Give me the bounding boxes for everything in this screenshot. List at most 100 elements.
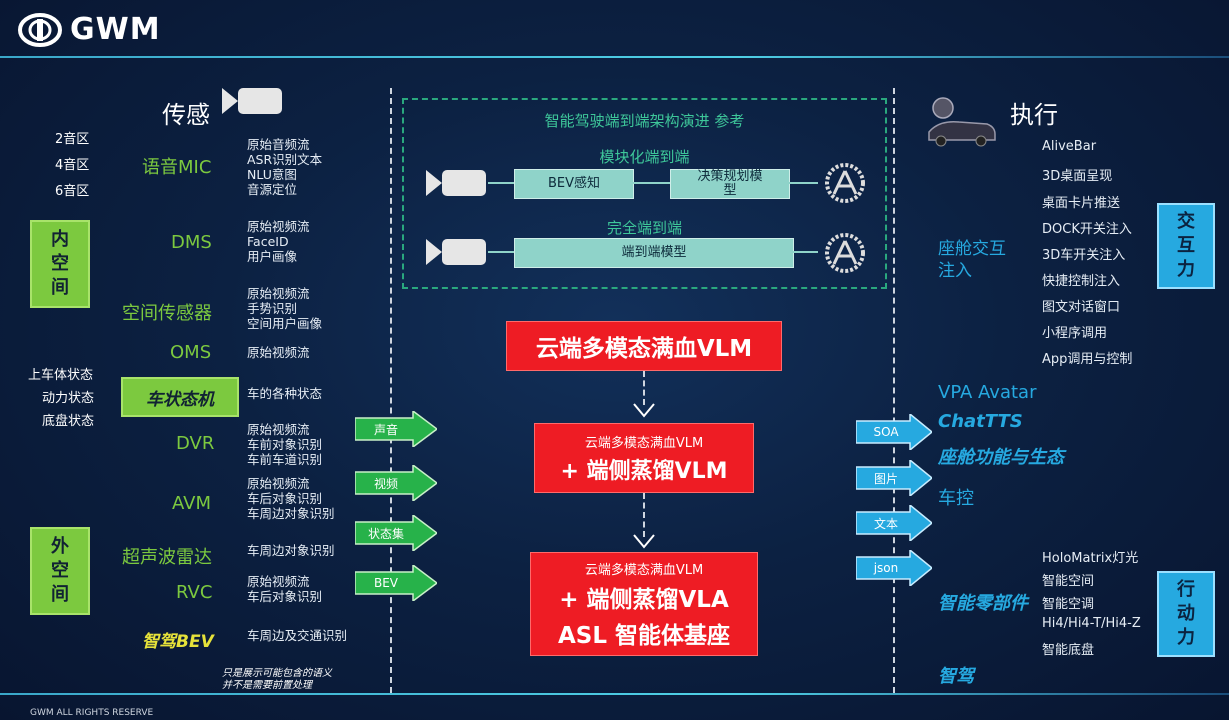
cloud-vlm-box: 云端多模态满血VLM (506, 321, 782, 371)
sensor-name-bev: 智驾BEV (142, 632, 214, 652)
asl-top: 云端多模态满血VLM (584, 562, 704, 578)
pipeline-link-5 (792, 251, 818, 253)
sensor-name-oms: OMS (170, 342, 212, 363)
cloud-edge-vlm-top: 云端多模态满血VLM (584, 435, 704, 451)
brand-name: GWM (70, 12, 161, 47)
cloud-edge-vlm-box: 云端多模态满血VLM + 端侧蒸馏VLM (534, 423, 754, 493)
gwm-emblem-icon (18, 12, 62, 47)
e2e-model-box: 端到端模型 (514, 238, 794, 268)
camera-icon (222, 88, 282, 114)
inner-space-box: 内 空 间 (30, 220, 90, 308)
vehicle-state-body: 上车体状态 (28, 368, 94, 383)
pipeline-link-4 (488, 251, 514, 253)
sensor-desc-dms: 原始视频流 FaceID 用户画像 (247, 219, 310, 264)
modular-e2e-label: 模块化端到端 (599, 148, 690, 166)
smart-parts-label: 智能零部件 (938, 593, 1028, 614)
header-divider (0, 56, 1229, 58)
right-item-miniapp: 小程序调用 (1042, 326, 1108, 341)
sensor-name-dvr: DVR (176, 433, 215, 454)
pipeline-camera-icon-2 (426, 239, 486, 265)
sensor-desc-avm: 原始视频流 车后对象识别 车周边对象识别 (247, 476, 335, 521)
down-arrow-icon-2 (633, 534, 655, 549)
sensor-desc-space: 原始视频流 手势识别 空间用户画像 (247, 286, 323, 331)
output-arrow-json-label: json (873, 561, 899, 575)
footer-text: GWM ALL RIGHTS RESERVE (30, 708, 154, 718)
sensor-name-state-machine: 车状态机 (146, 389, 214, 410)
action-power-box: 行 动 力 (1157, 571, 1215, 657)
input-arrow-video-label: 视频 (373, 476, 398, 491)
zone-2: 2音区 (55, 132, 90, 147)
right-item-3d-car: 3D车开关注入 (1042, 248, 1126, 263)
right-item-hi4: Hi4/Hi4-T/Hi4-Z (1042, 616, 1141, 631)
right-item-dock: DOCK开关注入 (1042, 222, 1132, 237)
red-link-2 (643, 493, 645, 537)
output-arrow-image: 图片 (855, 458, 934, 500)
bev-perception-box: BEV感知 (514, 169, 634, 199)
output-arrow-text: 文本 (855, 503, 934, 545)
sensor-name-rvc: RVC (176, 582, 213, 603)
chattts-label: ChatTTS (938, 411, 1023, 432)
zone-4: 4音区 (55, 158, 90, 173)
brand-logo: GWM (18, 12, 161, 47)
cabin-injection-label: 座舱交互 注入 (938, 239, 1006, 281)
vehicle-state-chassis: 底盘状态 (42, 414, 95, 429)
right-item-shortcut: 快捷控制注入 (1042, 274, 1121, 289)
steering-wheel-icon-2 (825, 233, 865, 273)
output-arrow-text-label: 文本 (873, 516, 898, 531)
sensor-name-dms: DMS (171, 232, 212, 253)
zone-6: 6音区 (55, 184, 90, 199)
vehicle-state-machine-box: 车状态机 (121, 377, 239, 417)
sensor-desc-mic: 原始音频流 ASR识别文本 NLU意图 音源定位 (247, 137, 323, 197)
car-robot-icon (928, 97, 996, 147)
cloud-vlm-label: 云端多模态满血VLM (535, 336, 753, 362)
semantic-note: 只是展示可能包含的语义 并不是需要前置处理 (222, 668, 332, 691)
down-arrow-icon-1 (633, 403, 655, 418)
input-arrow-stateset: 状态集 (354, 513, 439, 555)
planning-model-box: 决策规划模 型 (670, 169, 790, 199)
sensing-title: 传感 (162, 101, 210, 129)
vpa-avatar-label: VPA Avatar (938, 382, 1037, 403)
sensor-name-mic: 语音MIC (142, 157, 212, 178)
cloud-edge-vlm-main: + 端侧蒸馏VLM (560, 458, 728, 484)
outer-space-box: 外 空 间 (30, 527, 90, 615)
input-arrow-video: 视频 (354, 463, 439, 505)
full-e2e-label: 完全端到端 (606, 219, 682, 237)
sensor-desc-rvc: 原始视频流 车后对象识别 (247, 574, 323, 604)
right-item-smart-space: 智能空间 (1042, 574, 1095, 589)
right-item-3d-desktop: 3D桌面呈现 (1042, 169, 1113, 184)
vehicle-control-label: 车控 (938, 488, 974, 509)
pipeline-link-2 (632, 182, 670, 184)
output-arrow-image-label: 图片 (873, 471, 898, 486)
sensor-name-space: 空间传感器 (122, 303, 212, 324)
output-arrow-soa-label: SOA (873, 425, 899, 439)
sensor-desc-oms: 原始视频流 (247, 345, 310, 360)
sensor-desc-dvr: 原始视频流 车前对象识别 车前车道识别 (247, 422, 323, 467)
output-arrow-json: json (855, 548, 934, 590)
right-item-desktop-card: 桌面卡片推送 (1042, 196, 1121, 211)
pipeline-link-1 (488, 182, 514, 184)
asl-bottom: ASL 智能体基座 (557, 622, 731, 649)
input-arrow-audio-label: 声音 (373, 422, 398, 437)
sensor-name-avm: AVM (172, 493, 212, 514)
asl-main: + 端侧蒸馏VLA (559, 586, 729, 613)
red-link-1 (643, 371, 645, 405)
pipeline-camera-icon-1 (426, 170, 486, 196)
sensor-desc-state-machine: 车的各种状态 (247, 386, 323, 401)
sensor-desc-bev: 车周边及交通识别 (247, 628, 348, 643)
e2e-reference-box (402, 98, 887, 289)
pipeline-link-3 (788, 182, 818, 184)
right-item-alivebar: AliveBar (1042, 139, 1097, 154)
input-arrow-stateset-label: 状态集 (367, 526, 404, 541)
interaction-power-box: 交 互 力 (1157, 203, 1215, 289)
input-arrow-audio: 声音 (354, 409, 439, 451)
steering-wheel-icon-1 (825, 163, 865, 203)
input-arrow-bev: BEV (354, 563, 439, 605)
vehicle-state-power: 动力状态 (42, 391, 95, 406)
right-item-smart-ac: 智能空调 (1042, 597, 1095, 612)
asl-agent-base-box: 云端多模态满血VLM + 端侧蒸馏VLA ASL 智能体基座 (530, 552, 758, 656)
sensor-name-ultrasonic: 超声波雷达 (122, 547, 212, 568)
footer-divider (0, 693, 1229, 695)
input-arrow-bev-label: BEV (373, 576, 399, 590)
sensor-desc-ultrasonic: 车周边对象识别 (247, 543, 335, 558)
cabin-ecosystem-label: 座舱功能与生态 (938, 447, 1064, 468)
